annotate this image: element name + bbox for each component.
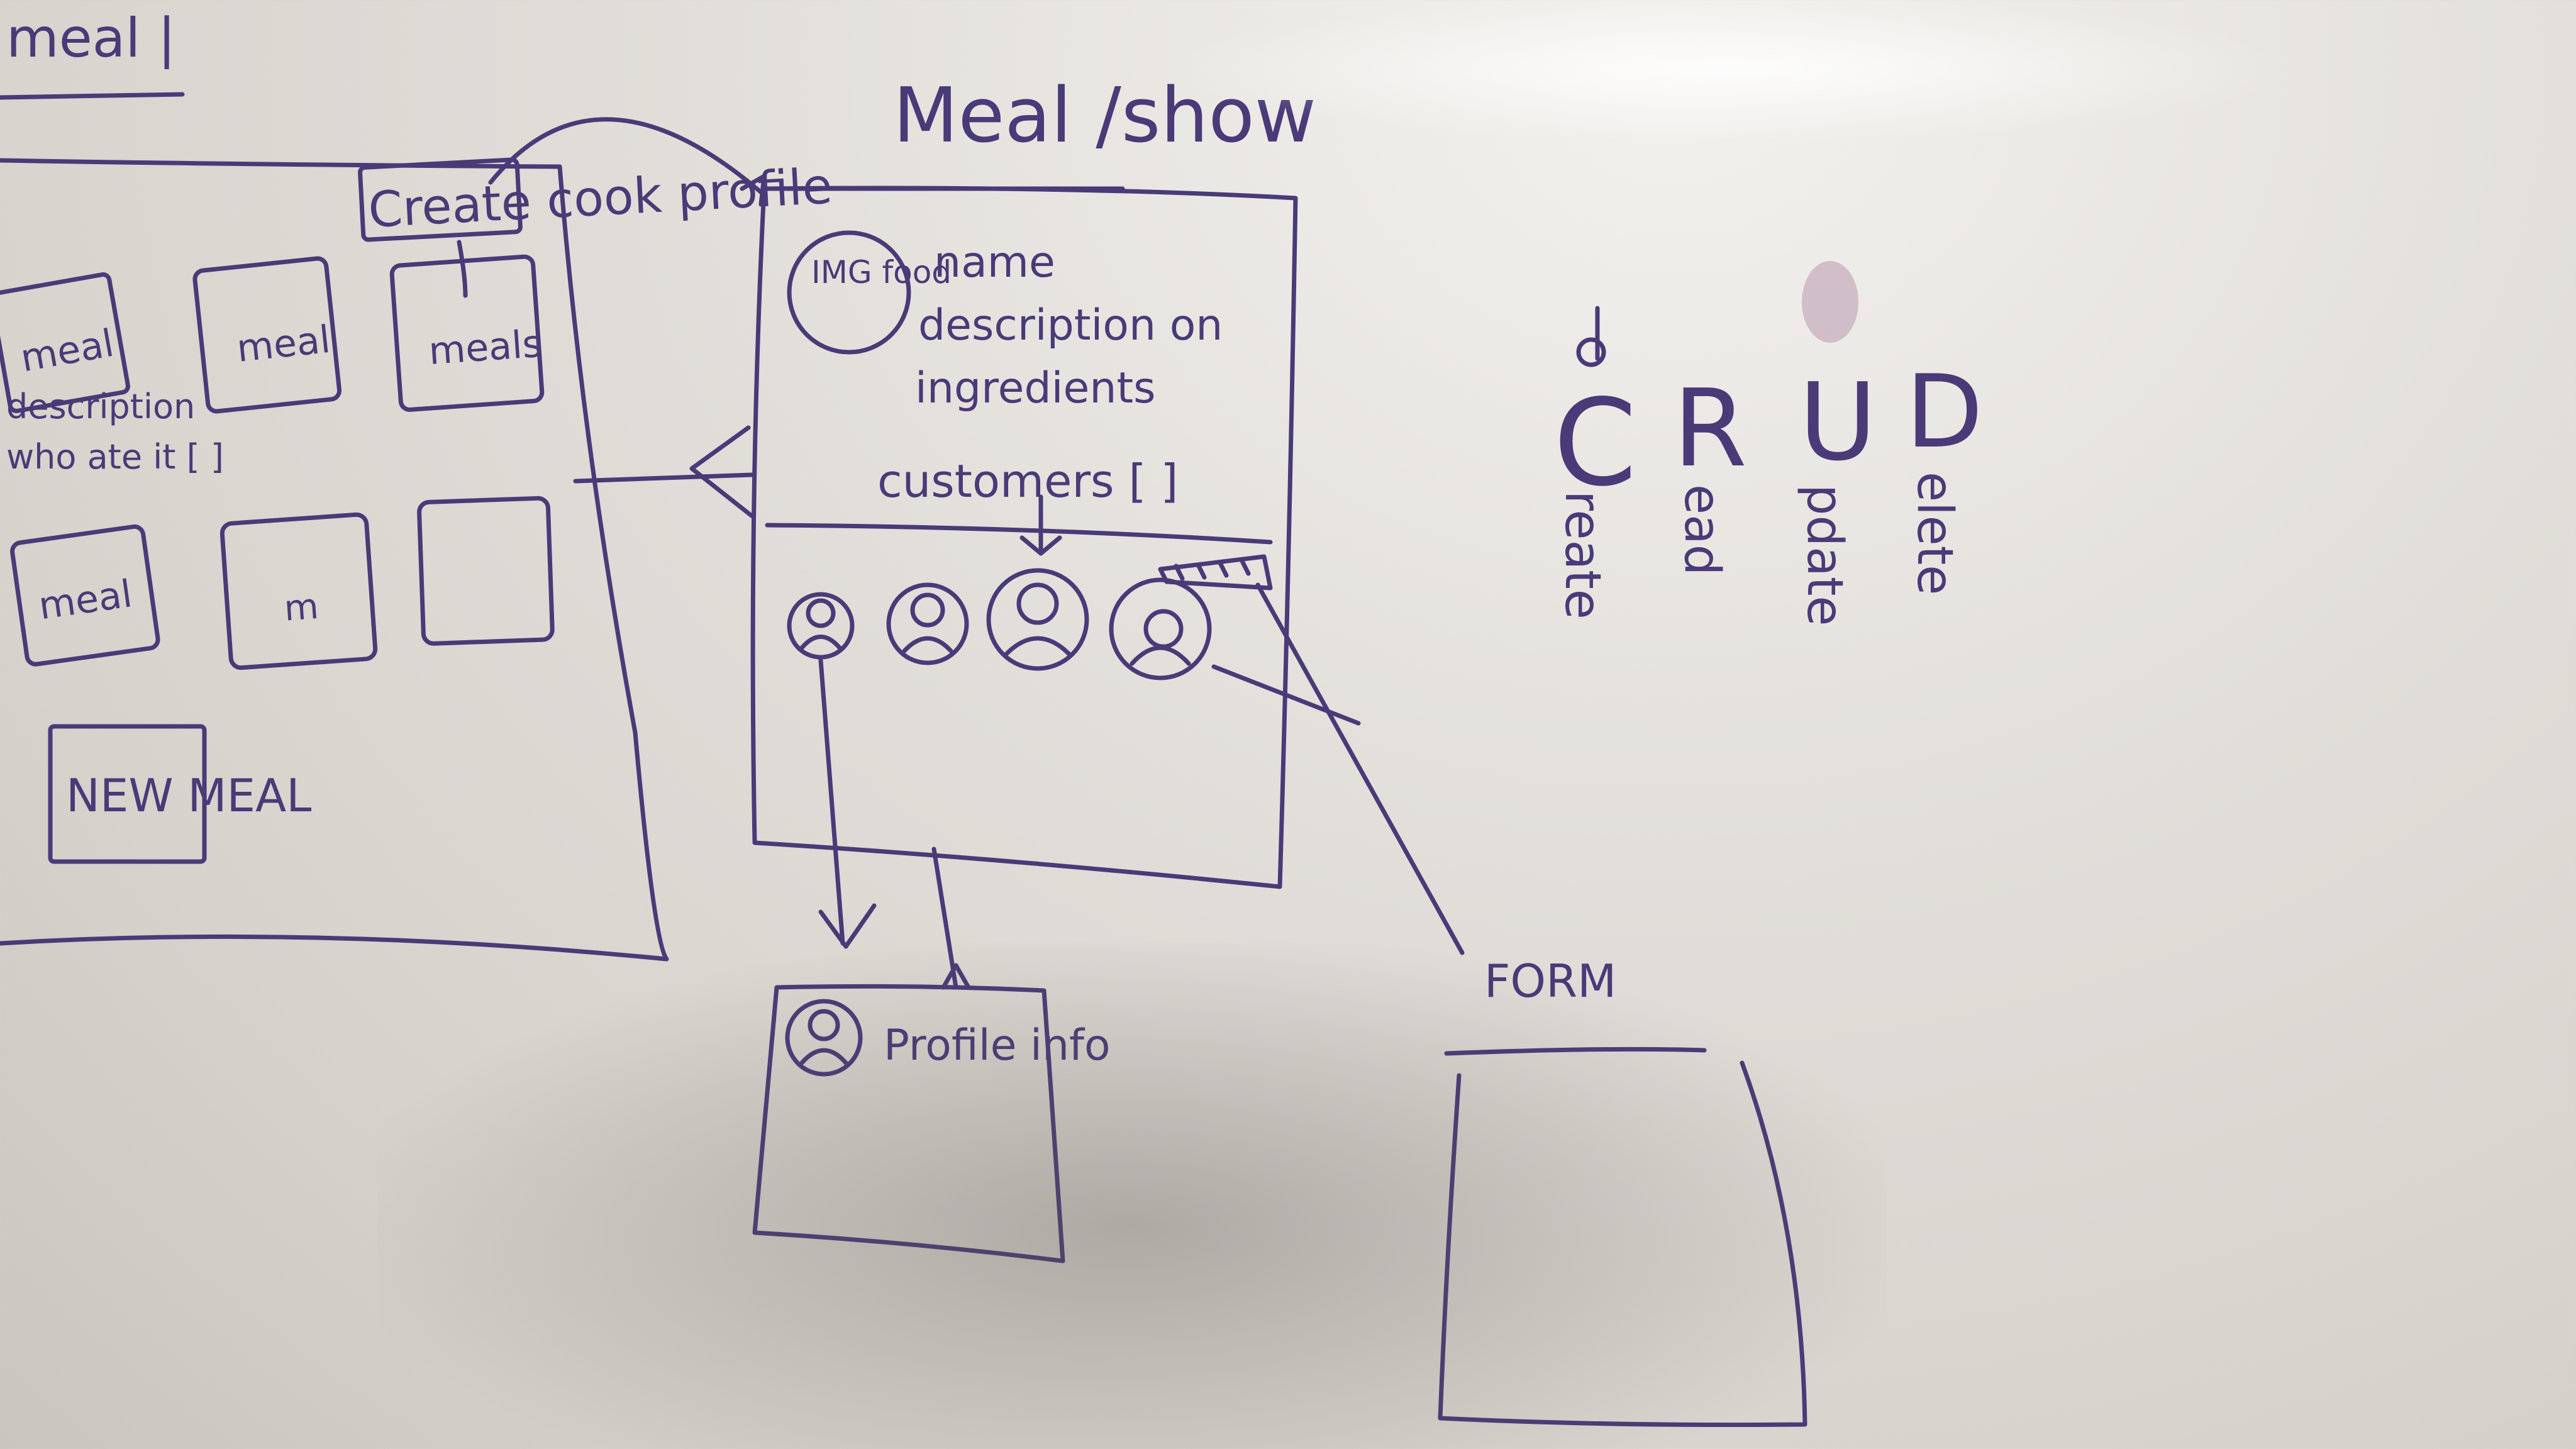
create-link-stroke [457, 240, 468, 298]
edit-pencil-body [1158, 554, 1273, 591]
meal-ingredients-field: ingredients [915, 364, 1156, 413]
customer-avatar[interactable] [886, 582, 969, 665]
meal-index-frame [0, 158, 669, 962]
meal-card[interactable]: meal [192, 256, 342, 414]
crud-letter: U [1799, 360, 1877, 485]
profile-info-arrowhead [941, 963, 971, 990]
crud-word: elete [1906, 472, 1963, 595]
crud-letter: R [1673, 367, 1747, 491]
new-meal-button[interactable]: NEW MEAL [48, 724, 311, 864]
meal-card-box [192, 256, 342, 414]
crud-legend: C R U D reate ead pdate elete [1553, 261, 1983, 626]
meal-card[interactable]: meal [10, 524, 160, 667]
meal-card[interactable] [417, 496, 555, 646]
meal-card-who-ate-it: who ate it [ ] [6, 437, 224, 477]
meal-card[interactable]: meals [389, 254, 546, 412]
person-circle-icon [806, 598, 836, 628]
form-top-edge [1444, 1046, 1707, 1056]
profile-info-frame [752, 984, 1065, 1263]
corner-title: meal | [6, 7, 176, 70]
new-meal-label: NEW MEAL [66, 769, 311, 822]
meal-customers-field: customers [ ] [877, 455, 1179, 508]
avatar-shoulders [799, 635, 842, 650]
crud-letter: D [1906, 353, 1983, 470]
profile-info-label: Profile info [884, 1021, 1111, 1070]
edit-pencil-hatching [1174, 558, 1251, 581]
profile-info-card: Profile info [752, 963, 1111, 1263]
profile-avatar-shoulders [799, 1048, 848, 1065]
meal-card-box [417, 496, 555, 646]
meal-card-label: meal [36, 572, 135, 628]
form-frame [1438, 1060, 1807, 1428]
customers-arrowhead [1019, 535, 1062, 556]
person-circle-icon [1016, 582, 1059, 625]
edit-pencil-icon[interactable] [1158, 554, 1273, 591]
marker-smudge [1802, 261, 1858, 343]
crud-word: ead [1674, 484, 1730, 575]
profile-avatar [785, 999, 863, 1077]
person-circle-icon [808, 1009, 840, 1041]
show-to-index-arrowhead [689, 425, 754, 518]
meal-card-label: meal [235, 318, 332, 371]
edit-to-form-arrow [1255, 582, 1465, 955]
avatar-to-profile-arrowhead [818, 903, 877, 949]
person-circle-icon [910, 592, 945, 628]
create-to-show-arrow [488, 117, 767, 197]
meal-image: IMG food [787, 230, 952, 355]
form-card: FORM [1438, 955, 1807, 1428]
new-meal-button-box [48, 724, 207, 864]
corner-title-group: meal | [0, 7, 185, 100]
avatar-shoulders [1130, 645, 1191, 666]
meal-show-divider [765, 523, 1273, 545]
meal-show-frame [750, 186, 1298, 889]
edit-to-form-stroke [1211, 664, 1361, 726]
meal-card-box [219, 512, 378, 670]
show-to-profile-link [931, 847, 958, 990]
person-circle-icon [1143, 609, 1184, 649]
avatar-circle [986, 568, 1089, 671]
avatar-to-profile-arrow [818, 658, 845, 946]
avatar-shoulders [1004, 636, 1072, 657]
avatar-shoulders [902, 636, 953, 653]
avatar-circle [886, 582, 969, 665]
meal-card-description: description [6, 387, 195, 426]
customer-avatar[interactable] [787, 592, 855, 660]
crud-word: pdate [1796, 484, 1853, 626]
meal-name-field: name [934, 238, 1055, 287]
meal-card-label: meal [18, 321, 118, 381]
meal-image-circle [787, 230, 911, 355]
page-title: Meal /show [893, 72, 1316, 160]
create-cook-profile-button-box [358, 157, 523, 242]
meal-index-board: Create cook profile meal meal meals desc… [0, 157, 834, 962]
meal-card[interactable]: m [219, 512, 378, 670]
form-label: FORM [1484, 955, 1616, 1008]
meal-card-box [10, 524, 160, 667]
meal-card-label: meals [427, 322, 543, 374]
crud-pointer-dot [1576, 337, 1606, 367]
meal-description-field: description on [918, 301, 1223, 350]
crud-word: reate [1554, 491, 1611, 619]
meal-card-label: m [283, 586, 320, 630]
customer-avatar[interactable] [986, 568, 1089, 671]
crud-letter: C [1553, 374, 1637, 513]
avatar-circle [1109, 577, 1212, 680]
meal-image-label: IMG food [811, 254, 952, 291]
avatar-circle [787, 592, 855, 660]
customer-avatar[interactable] [1109, 577, 1212, 680]
meal-show-page: Meal /show IMG food name description on … [750, 72, 1465, 990]
show-to-index-arrow [573, 472, 754, 484]
profile-avatar-circle [785, 999, 863, 1077]
meal-card-box [0, 272, 130, 413]
corner-title-underline [0, 92, 185, 100]
